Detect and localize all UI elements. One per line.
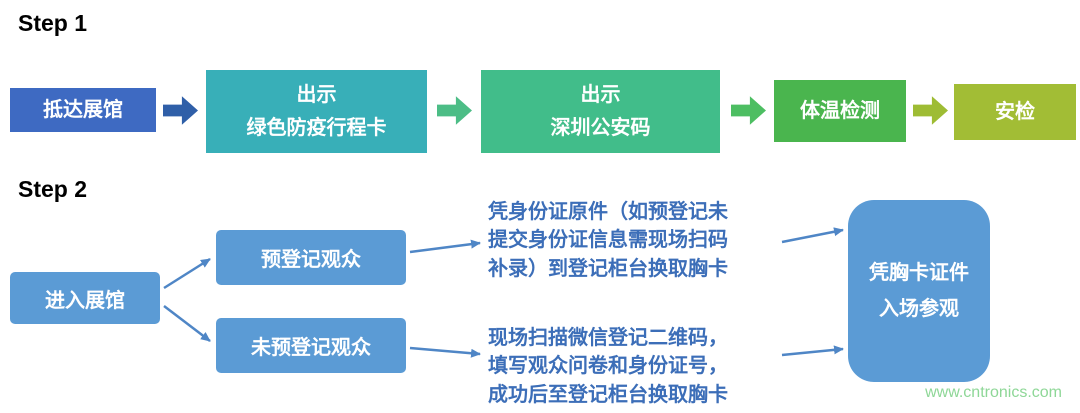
watermark-text: www.cntronics.com (925, 384, 1062, 401)
connector-arrow-line (163, 305, 211, 342)
connector-arrow-line (409, 346, 481, 358)
step2-node-enter-hall: 进入展馆 (10, 272, 160, 324)
step2-node-nonpreregistered-visitor: 未预登记观众 (216, 318, 406, 373)
arrow-right-icon (163, 96, 198, 125)
step2-description-preregistered: 凭身份证原件（如预登记未 提交身份证信息需现场扫码 补录）到登记柜台换取胸卡 (488, 201, 728, 280)
step1-node-arrive-hall: 抵达展馆 (10, 88, 156, 132)
connector-arrow-line (409, 239, 481, 254)
step1-node-travel-card: 出示 绿色防疫行程卡 (206, 70, 427, 153)
step1-node-temperature-check: 体温检测 (774, 80, 906, 142)
step2-node-preregistered-visitor: 预登记观众 (216, 230, 406, 285)
arrow-right-icon (913, 96, 948, 125)
connector-arrow-line (163, 257, 211, 290)
step2-heading: Step 2 (18, 176, 88, 202)
step2-description-nonpreregistered: 现场扫描微信登记二维码， 填写观众问卷和身份证号， 成功后至登记柜台换取胸卡 (488, 327, 728, 406)
step1-node-security-check: 安检 (954, 84, 1076, 140)
connector-arrow-line (781, 227, 844, 244)
arrow-right-icon (731, 96, 766, 125)
step1-heading: Step 1 (18, 10, 88, 36)
connector-arrow-line (781, 345, 844, 357)
arrow-right-icon (437, 96, 472, 125)
step2-node-badge-entry: 凭胸卡证件 入场参观 (848, 200, 990, 382)
step1-node-police-code: 出示 深圳公安码 (481, 70, 720, 153)
